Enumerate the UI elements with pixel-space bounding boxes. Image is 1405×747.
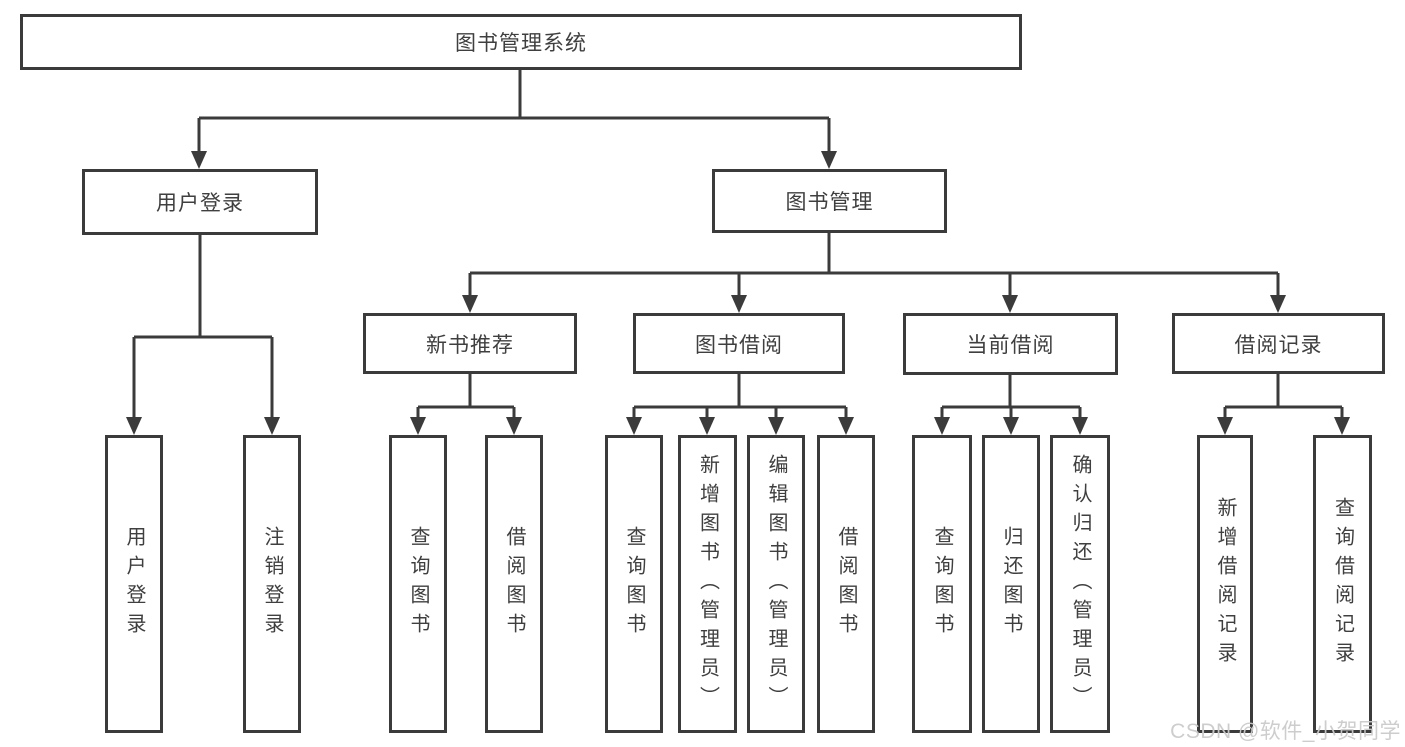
- node-book-management-branch: 图书管理: [712, 169, 947, 233]
- node-new-book-recommend: 新书推荐: [363, 313, 577, 374]
- node-current-borrow: 当前借阅: [903, 313, 1118, 375]
- node-book-management-system: 图书管理系统: [20, 14, 1022, 70]
- leaf-label: 借阅图书: [835, 526, 857, 642]
- leaf-label: 借阅图书: [503, 526, 525, 642]
- leaf-return-books: 归还图书: [982, 435, 1040, 733]
- leaf-label: 新增借阅记录: [1214, 497, 1236, 671]
- leaf-query-books-3: 查询图书: [912, 435, 972, 733]
- leaf-add-book-admin: 新增图书（管理员）: [678, 435, 737, 733]
- node-user-login-branch: 用户登录: [82, 169, 318, 235]
- leaf-label: 查询借阅记录: [1331, 497, 1354, 671]
- leaf-query-books-2: 查询图书: [605, 435, 663, 733]
- connector-path: [132, 70, 1344, 419]
- leaf-label: 编辑图书（管理员）: [765, 453, 787, 715]
- leaf-query-borrow-record: 查询借阅记录: [1313, 435, 1372, 733]
- leaf-label: 归还图书: [1000, 526, 1022, 642]
- leaf-borrow-books-2: 借阅图书: [817, 435, 875, 733]
- leaf-confirm-return-admin: 确认归还（管理员）: [1050, 435, 1110, 733]
- leaf-add-borrow-record: 新增借阅记录: [1197, 435, 1253, 733]
- leaf-label: 查询图书: [623, 526, 645, 642]
- leaf-label: 查询图书: [407, 526, 429, 642]
- leaf-borrow-books-1: 借阅图书: [485, 435, 543, 733]
- arrowheads: [126, 151, 1350, 435]
- leaf-label: 确认归还（管理员）: [1069, 453, 1091, 715]
- leaf-label: 新增图书（管理员）: [696, 453, 719, 715]
- node-book-borrow: 图书借阅: [633, 313, 845, 374]
- leaf-logout: 注销登录: [243, 435, 301, 733]
- leaf-label: 用户登录: [123, 526, 145, 642]
- leaf-label: 注销登录: [261, 526, 283, 642]
- leaf-user-login: 用户登录: [105, 435, 163, 733]
- leaf-query-books-1: 查询图书: [389, 435, 447, 733]
- csdn-watermark: CSDN @软件_小贺同学: [1170, 720, 1401, 743]
- node-borrow-records: 借阅记录: [1172, 313, 1385, 374]
- leaf-label: 查询图书: [931, 526, 953, 642]
- leaf-edit-book-admin: 编辑图书（管理员）: [747, 435, 805, 733]
